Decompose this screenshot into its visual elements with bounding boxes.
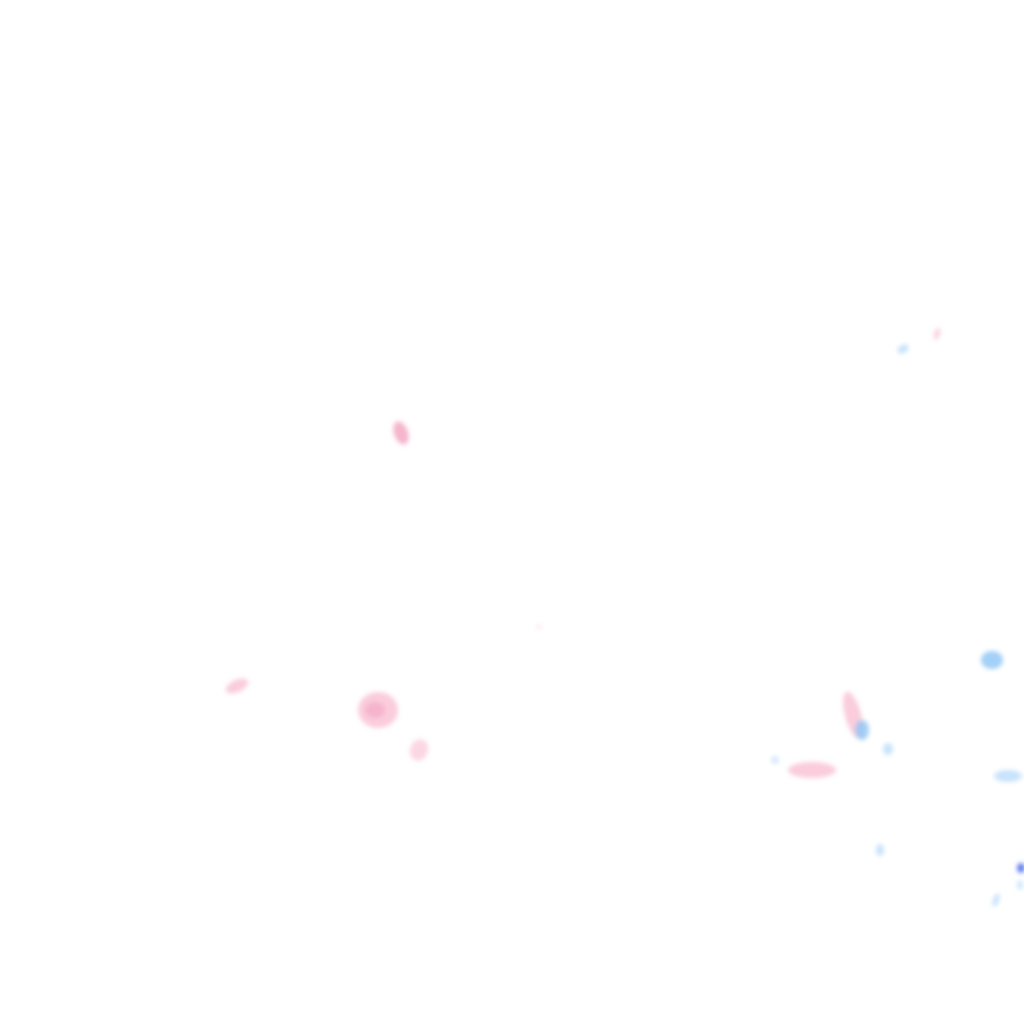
rain-cell bbox=[771, 756, 779, 764]
rain-cell bbox=[981, 651, 1003, 669]
rain-cell bbox=[883, 743, 893, 755]
rain-cell bbox=[897, 344, 909, 354]
rain-cell bbox=[992, 893, 1000, 907]
mixed-precip-cell bbox=[409, 739, 429, 761]
rain-cell bbox=[1017, 863, 1024, 873]
rain-cell bbox=[994, 770, 1022, 782]
mixed-precip-cell bbox=[788, 762, 836, 778]
rain-cell bbox=[1017, 880, 1023, 890]
mixed-precip-cell bbox=[225, 678, 249, 694]
rain-cell bbox=[876, 844, 884, 856]
mixed-precip-cell bbox=[933, 328, 941, 340]
mixed-precip-cell bbox=[393, 421, 409, 445]
mixed-precip-cell bbox=[365, 702, 385, 718]
rain-cell bbox=[855, 720, 869, 740]
mixed-precip-cell bbox=[537, 625, 541, 629]
